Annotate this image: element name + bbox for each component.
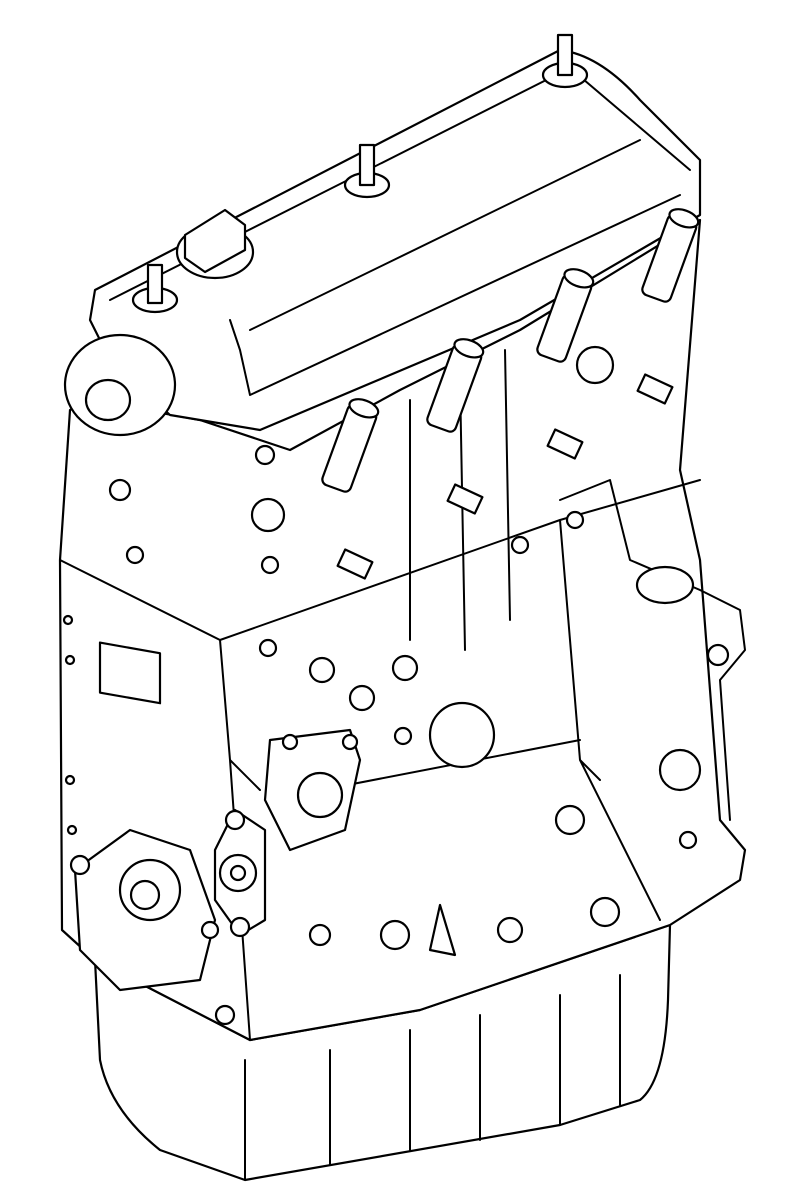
belt-tensioner bbox=[213, 808, 267, 937]
oil-pan bbox=[93, 923, 672, 1182]
id-plate bbox=[98, 641, 162, 705]
camshaft-cap bbox=[63, 333, 177, 437]
fuel-fittings bbox=[336, 373, 674, 580]
fuel-injectors bbox=[321, 208, 700, 493]
core-plug bbox=[428, 701, 496, 769]
stud bbox=[343, 143, 391, 199]
pump-mount bbox=[263, 728, 362, 852]
oil-filler-cap bbox=[175, 208, 255, 280]
water-outlet bbox=[635, 565, 695, 605]
cover-studs bbox=[131, 33, 589, 314]
dipstick-bracket bbox=[428, 903, 457, 957]
crankshaft-pulley bbox=[73, 828, 217, 992]
stud bbox=[131, 263, 179, 314]
stud bbox=[541, 33, 589, 89]
bolt-holes bbox=[62, 345, 730, 1026]
